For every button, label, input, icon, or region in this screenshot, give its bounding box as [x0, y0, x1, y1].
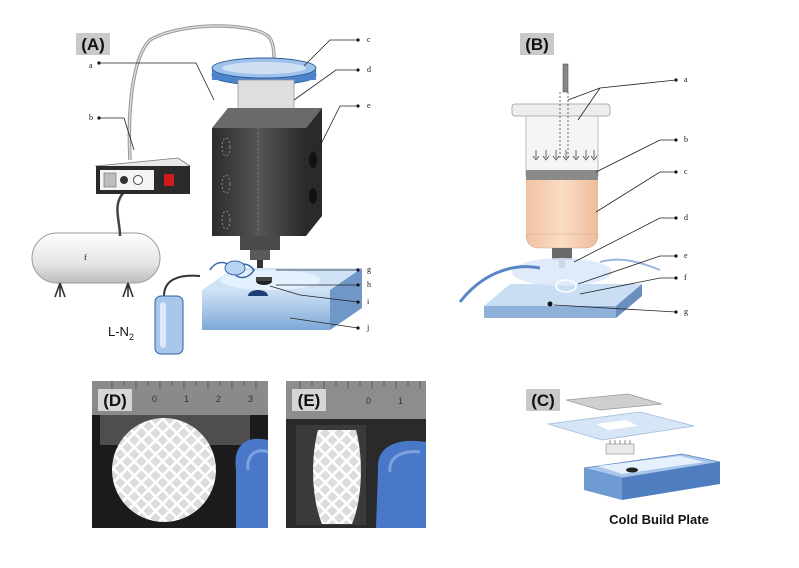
callout-b-f: f: [684, 273, 687, 282]
panel-b-label-box: [520, 33, 554, 55]
panel-c-nozzle: [605, 440, 635, 455]
cold-build-plate: [583, 453, 721, 500]
panel-d-label: (D): [103, 391, 127, 410]
callout-b-g: g: [684, 307, 688, 316]
glove-d: [235, 438, 268, 528]
scaffold-disc: [112, 418, 216, 522]
nozzle: [240, 236, 280, 268]
ruler-e-0: 0: [366, 396, 371, 406]
panel-b-label: (B): [525, 35, 549, 54]
mask-plate: [547, 411, 695, 441]
panel-a-label: (A): [81, 35, 105, 54]
panel-a: (A): [31, 24, 371, 355]
panel-e-label-box: [292, 389, 326, 411]
callout-b-d: d: [684, 213, 688, 222]
callout-a-c: c: [367, 35, 371, 44]
cooling-block: [212, 108, 322, 236]
callout-a-f: f: [84, 253, 87, 262]
callout-a-d: d: [367, 65, 371, 74]
panel-e-label: (E): [298, 391, 321, 410]
panel-d-photo: 0 1 2 3 (D): [92, 381, 269, 528]
callout-b-a: a: [684, 75, 688, 84]
panel-a-label-box: [76, 33, 110, 55]
callout-a-j: j: [366, 323, 369, 332]
scaffold-tube: [313, 430, 361, 524]
ln2-label: L-N2: [108, 324, 134, 342]
callout-a-b: b: [89, 113, 93, 122]
top-sheet: [565, 393, 663, 411]
cold-build-plate-caption: Cold Build Plate: [609, 512, 709, 527]
ruler-d-0: 0: [152, 394, 157, 404]
callout-a-h: h: [367, 280, 371, 289]
ruler-d-1: 1: [184, 394, 189, 404]
ln2-dewar: [154, 274, 201, 355]
air-inlet-needle: [562, 63, 569, 93]
pressure-controller: [94, 157, 192, 194]
panel-a-callouts: a b c d e f g h i j: [84, 35, 371, 332]
tank-hose: [116, 191, 125, 237]
panel-c-label: (C): [531, 391, 555, 410]
cooling-coil: [209, 260, 255, 279]
panel-c: (C) Cold Build Plate: [526, 389, 721, 527]
callout-a-e: e: [367, 101, 371, 110]
panel-b-callouts: a b c d e f g: [553, 75, 688, 316]
pressure-arrows: [532, 92, 598, 161]
callout-a-g: g: [367, 265, 371, 274]
syringe: [511, 103, 611, 268]
callout-b-e: e: [684, 251, 688, 260]
callout-b-b: b: [684, 135, 688, 144]
ruler-e-1: 1: [398, 396, 403, 406]
panel-b: (B): [458, 33, 688, 318]
air-tank: [31, 232, 161, 298]
panel-d-label-box: [98, 389, 132, 411]
callout-b-c: c: [684, 167, 688, 176]
ruler-d-3: 3: [248, 394, 253, 404]
cartridge-cap: [211, 57, 317, 86]
panel-c-label-box: [526, 389, 560, 411]
callout-a-i: i: [367, 297, 370, 306]
glove-e: [376, 440, 426, 528]
ruler-d-2: 2: [216, 394, 221, 404]
panel-e-photo: 0 1 (E): [286, 381, 426, 528]
callout-a-a: a: [89, 61, 93, 70]
cold-plate: [202, 268, 362, 330]
